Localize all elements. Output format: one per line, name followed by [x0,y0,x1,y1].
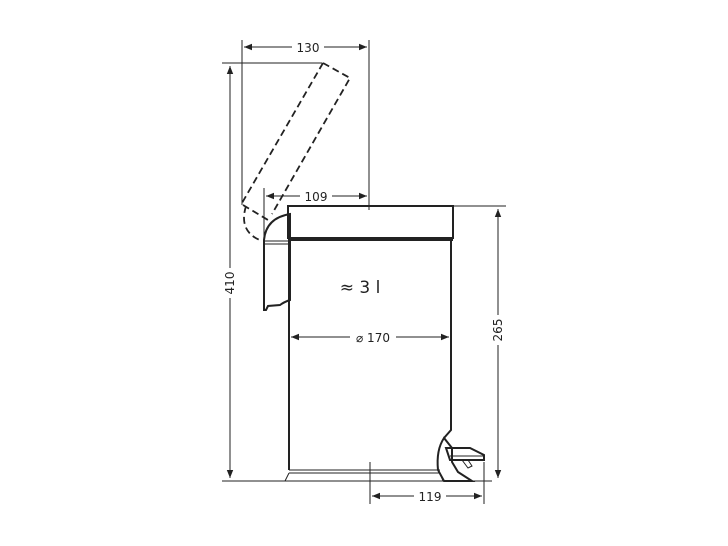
dimension-130: 130 [241,39,370,210]
closed-lid [287,205,454,239]
open-lid-outline [241,62,352,242]
capacity-label: ≈ 3 l [340,278,381,298]
dimension-119-label: 119 [419,490,442,504]
dimension-109-label: 109 [305,190,328,204]
dimension-410-label: 410 [223,272,237,295]
dimension-130-label: 130 [297,41,320,55]
dimension-410: 410 [222,66,238,478]
dimension-diameter-label: ⌀ 170 [356,331,390,345]
pedal [436,436,485,482]
dimension-diameter-170: ⌀ 170 [291,329,449,345]
dimension-109: 109 [263,188,367,240]
dimension-265: 265 [453,205,506,478]
handle [263,212,291,311]
dimension-265-label: 265 [491,319,505,342]
dimension-119: 119 [369,462,485,504]
